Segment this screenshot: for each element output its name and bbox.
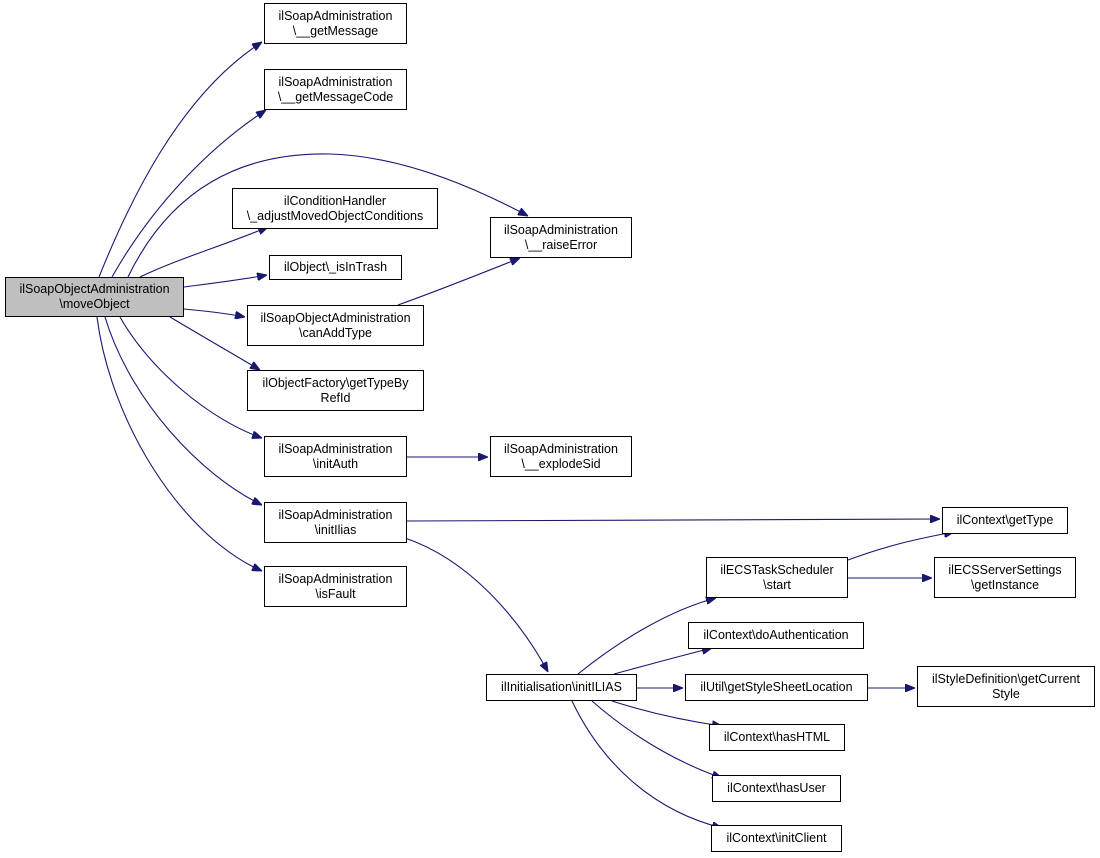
node-label-line1: ilInitialisation\initILIAS: [501, 680, 622, 694]
node-label-line2: \_adjustMovedObjectConditions: [246, 208, 424, 223]
node-label-line1: ilUtil\getStyleSheetLocation: [700, 680, 853, 694]
edge-root-to-canAddType: [183, 308, 245, 317]
node-label-line1: ilECSTaskScheduler: [720, 562, 834, 577]
node-label-line2: \initIlias: [314, 522, 357, 537]
edge-root-to-getMessage: [98, 42, 262, 278]
node-initILIAS[interactable]: ilInitialisation\initILIAS: [486, 674, 637, 701]
node-label-line1: ilConditionHandler: [283, 193, 387, 208]
node-canAddType[interactable]: ilSoapObjectAdministration \canAddType: [247, 305, 424, 346]
edge-root-to-initIlias: [104, 316, 262, 505]
node-raiseError[interactable]: ilSoapAdministration \__raiseError: [490, 217, 632, 258]
node-label-line1: ilContext\doAuthentication: [703, 628, 849, 642]
node-label-line2: RefId: [320, 390, 351, 405]
edge-initILIAS2-to-hasUser: [591, 700, 722, 778]
node-getMessage[interactable]: ilSoapAdministration \__getMessage: [264, 3, 407, 44]
edge-root-to-raiseError: [127, 153, 528, 278]
node-isInTrash[interactable]: ilObject\_isInTrash: [269, 255, 402, 280]
node-explodeSid[interactable]: ilSoapAdministration \__explodeSid: [490, 436, 632, 477]
edge-root-to-getTypeByRefId: [169, 316, 260, 370]
node-initClient[interactable]: ilContext\initClient: [711, 825, 842, 852]
node-label-line1: ilContext\hasUser: [727, 781, 826, 795]
node-hasUser[interactable]: ilContext\hasUser: [712, 775, 841, 802]
edge-initILIAS2-to-ecsStart: [577, 598, 716, 675]
edge-initIlias-to-getType: [406, 519, 940, 521]
node-label-line2: \__getMessage: [292, 23, 379, 38]
node-getStyleSheetLocation[interactable]: ilUtil\getStyleSheetLocation: [685, 674, 868, 701]
node-getTypeByRefId[interactable]: ilObjectFactory\getTypeBy RefId: [247, 370, 424, 411]
edge-root-to-initAuth: [119, 316, 262, 438]
node-label-line1: ilSoapAdministration: [278, 74, 393, 89]
node-label-line1: ilObject\_isInTrash: [283, 260, 388, 274]
edge-initIlias-to-initILIAS2: [404, 537, 548, 672]
node-label-line2: \__getMessageCode: [277, 89, 394, 104]
node-label-line2: \isFault: [315, 586, 356, 601]
node-label-line2: \__raiseError: [524, 237, 598, 252]
node-label-line1: ilSoapAdministration: [278, 571, 393, 586]
node-label-line1: ilSoapAdministration: [278, 441, 393, 456]
node-styleDefinition-getCurrentStyle[interactable]: ilStyleDefinition\getCurrent Style: [917, 666, 1095, 707]
node-label-line2: \moveObject: [59, 297, 130, 311]
node-ecsServerSettings-getInstance[interactable]: ilECSServerSettings \getInstance: [934, 557, 1076, 598]
node-label-line2: \start: [763, 577, 791, 592]
node-label-line1: ilContext\getType: [956, 513, 1054, 527]
node-getMessageCode[interactable]: ilSoapAdministration \__getMessageCode: [264, 69, 407, 110]
node-label-line2: \__explodeSid: [521, 456, 601, 471]
edge-canAddType-to-raiseError: [397, 257, 520, 306]
node-label-line2: \initAuth: [312, 456, 359, 471]
node-label-line2: \canAddType: [299, 325, 372, 340]
node-ecsTaskScheduler-start[interactable]: ilECSTaskScheduler \start: [706, 557, 848, 598]
edge-root-to-adjustMoved: [139, 227, 268, 278]
edge-initILIAS2-to-initClient: [571, 700, 722, 828]
node-label-line1: ilSoapAdministration: [278, 507, 393, 522]
node-initIlias[interactable]: ilSoapAdministration \initIlias: [264, 502, 407, 543]
node-label-line1: ilSoapObjectAdministration: [260, 310, 411, 325]
node-label-line2: Style: [992, 686, 1020, 701]
node-label-line1: ilSoapAdministration: [504, 222, 618, 237]
node-getType[interactable]: ilContext\getType: [942, 507, 1068, 534]
node-label-line1: ilSoapAdministration: [504, 441, 618, 456]
node-label-line1: ilContext\initClient: [726, 831, 827, 845]
node-label-line1: ilStyleDefinition\getCurrent: [932, 671, 1080, 686]
node-label-line2: \getInstance: [970, 577, 1040, 592]
node-initAuth[interactable]: ilSoapAdministration \initAuth: [264, 436, 407, 477]
node-label-line1: ilECSServerSettings: [948, 562, 1062, 577]
edge-root-to-isFault: [96, 316, 262, 571]
node-adjustMovedObjectConditions[interactable]: ilConditionHandler \_adjustMovedObjectCo…: [232, 188, 438, 229]
edge-initILIAS2-to-doAuth: [613, 648, 712, 675]
node-label-line1: ilContext\hasHTML: [723, 730, 831, 744]
node-label-line1: ilObjectFactory\getTypeBy: [262, 375, 409, 390]
node-doAuthentication[interactable]: ilContext\doAuthentication: [688, 622, 864, 649]
node-label-line1: ilSoapObjectAdministration: [19, 282, 170, 296]
node-isFault[interactable]: ilSoapAdministration \isFault: [264, 566, 407, 607]
edge-root-to-isInTrash: [183, 275, 267, 288]
node-hasHTML[interactable]: ilContext\hasHTML: [709, 724, 845, 751]
edge-root-to-getMessageCode: [111, 110, 266, 278]
edge-initILIAS2-to-hasHTML: [611, 700, 722, 726]
edge-ecsStart-to-getType: [847, 532, 954, 561]
node-label-line1: ilSoapAdministration: [278, 8, 393, 23]
node-root-moveObject[interactable]: ilSoapObjectAdministration \moveObject: [5, 277, 184, 317]
